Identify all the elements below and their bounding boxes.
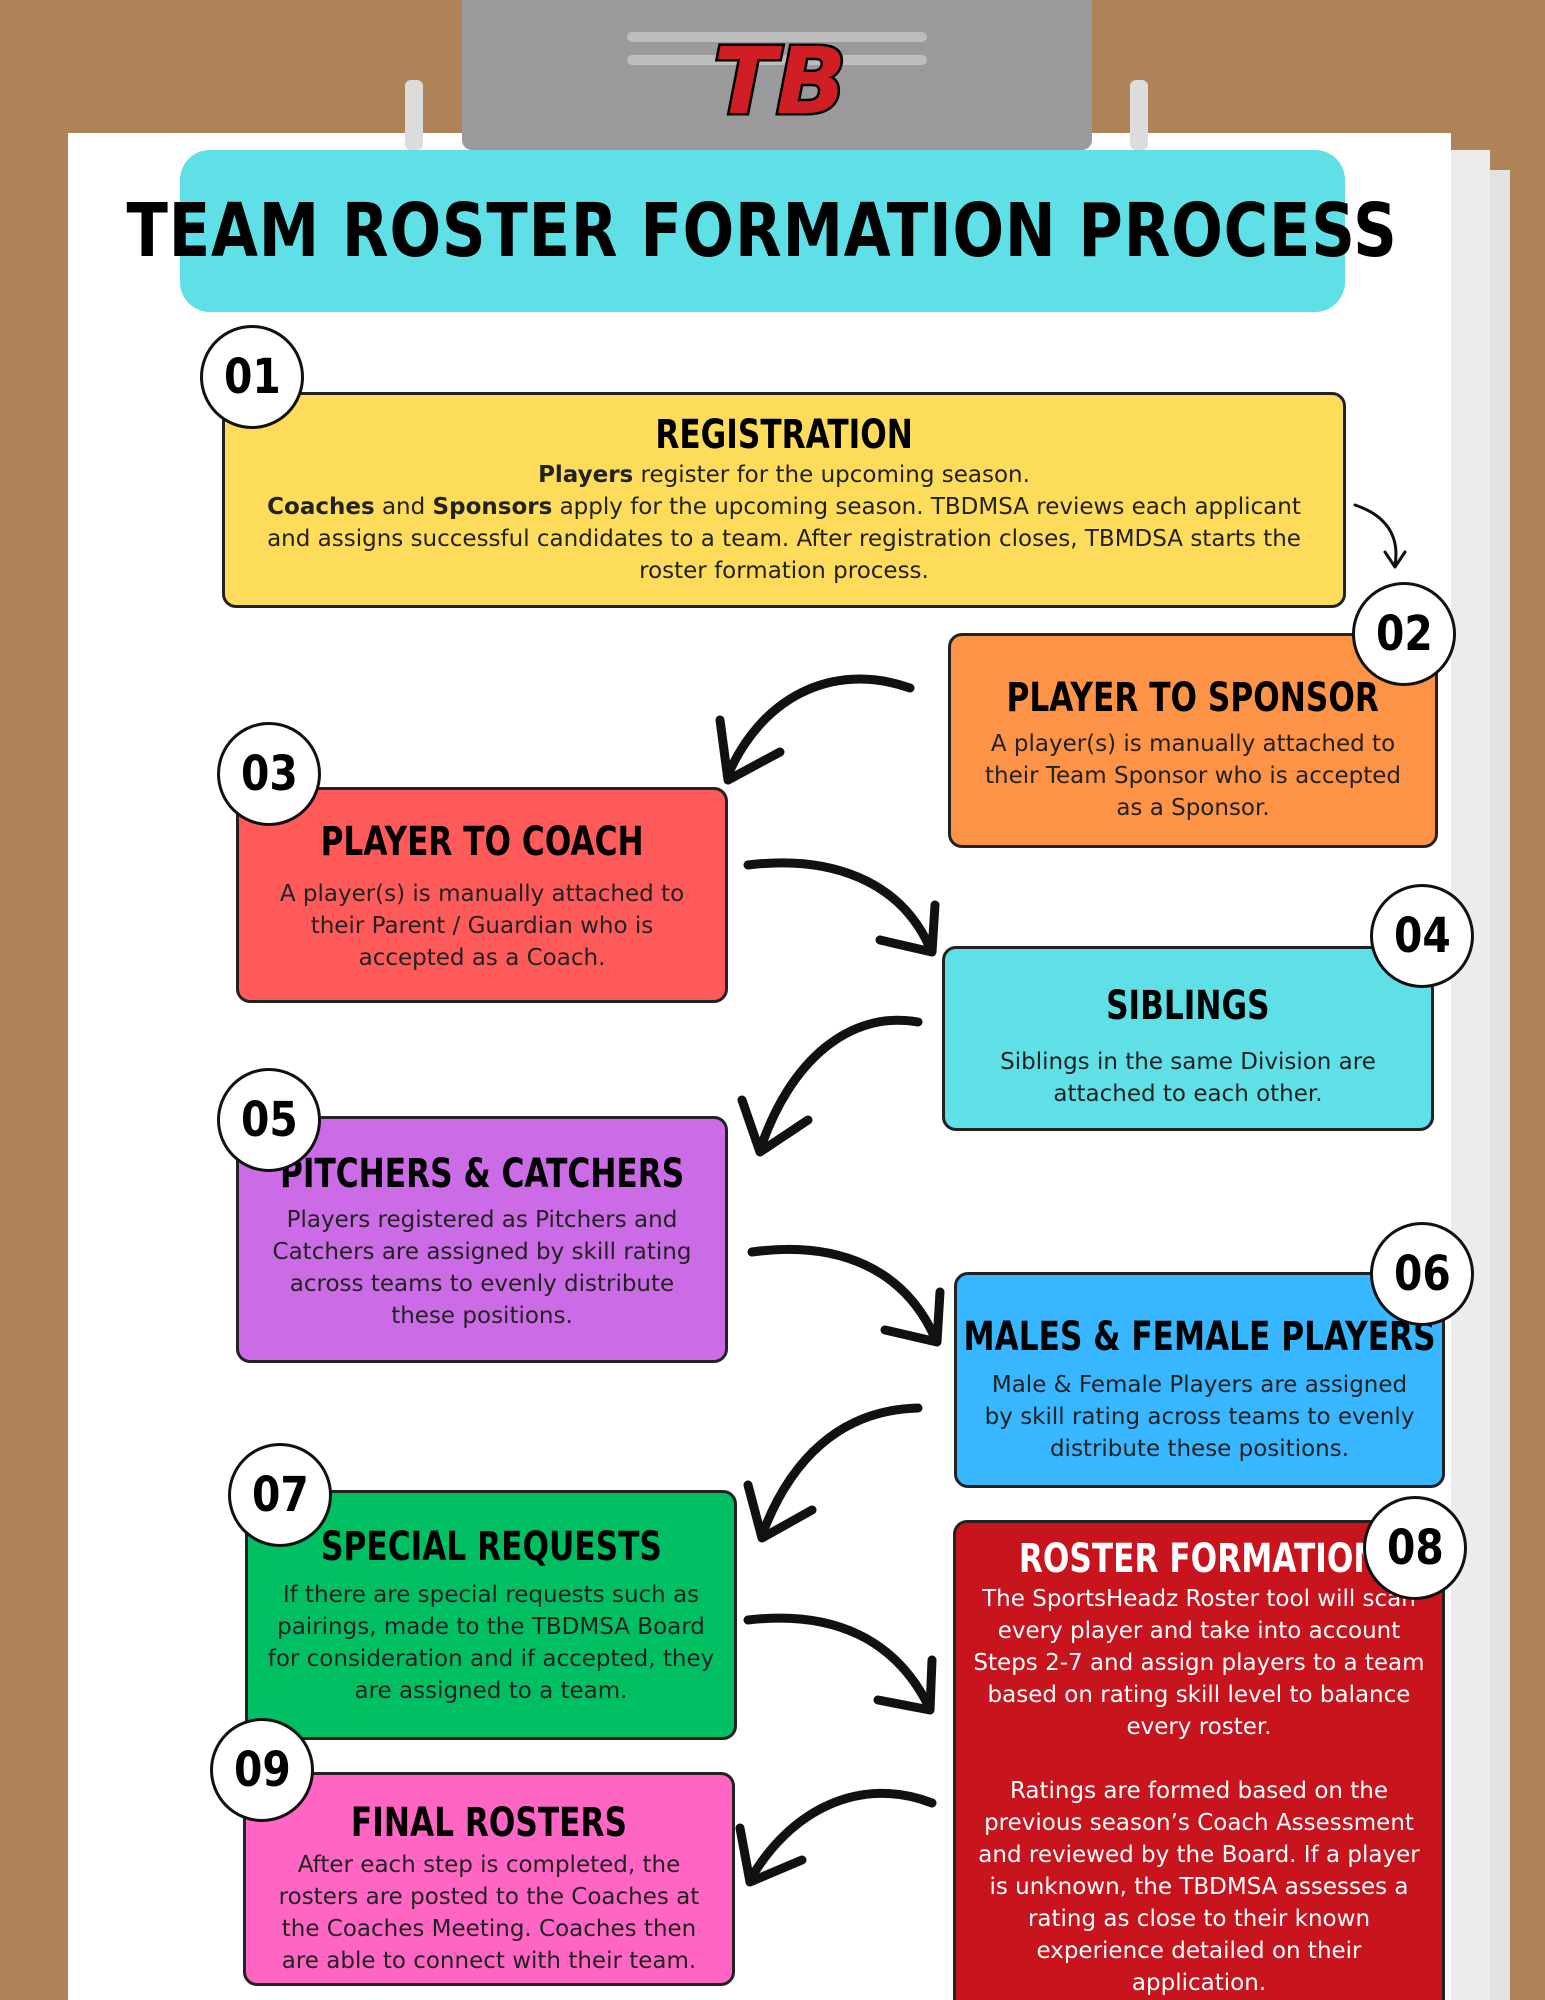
step-number-badge: 06 [1370, 1222, 1474, 1326]
step-heading: MALES & FEMALE PLAYERS [963, 1314, 1436, 1360]
step-text: Players register for the upcoming season… [267, 462, 1301, 584]
step-heading: REGISTRATION [655, 412, 913, 458]
step-heading: SPECIAL REQUESTS [320, 1524, 662, 1570]
clipboard-clip [462, 0, 1092, 150]
title-banner: TEAM ROSTER FORMATION PROCESS [127, 150, 1397, 312]
step-number-badge: 04 [1370, 884, 1474, 988]
step-number-badge: 09 [210, 1718, 314, 1822]
step-male-female-box: MALES & FEMALE PLAYERS Male & Female Pla… [954, 1272, 1445, 1488]
clip-right-ear [1130, 80, 1148, 150]
step-heading: PLAYER TO SPONSOR [1006, 675, 1380, 721]
clip-left-ear [405, 80, 423, 150]
step-heading: PITCHERS & CATCHERS [279, 1151, 685, 1197]
step-heading: SIBLINGS [1106, 983, 1270, 1029]
page-title: TEAM ROSTER FORMATION PROCESS [126, 188, 1399, 274]
step-number-badge: 01 [200, 325, 304, 429]
step-number-badge: 08 [1363, 1496, 1467, 1600]
step-special-requests-box: SPECIAL REQUESTS If there are special re… [245, 1490, 737, 1740]
step-heading: PLAYER TO COACH [320, 819, 644, 865]
step-number-badge: 05 [217, 1068, 321, 1172]
logo-text: TB [714, 28, 847, 135]
step-player-to-sponsor-box: PLAYER TO SPONSOR A player(s) is manuall… [948, 633, 1438, 848]
step-text: Siblings in the same Division are attach… [1000, 1049, 1376, 1107]
step-siblings-box: SIBLINGS Siblings in the same Division a… [942, 946, 1434, 1131]
step-number-badge: 07 [228, 1443, 332, 1547]
step-text: The SportsHeadz Roster tool will scan ev… [973, 1586, 1425, 1740]
step-heading: ROSTER FORMATION [1018, 1536, 1380, 1582]
step-number-badge: 03 [217, 722, 321, 826]
step-text: Players registered as Pitchers and Catch… [272, 1207, 692, 1329]
step-text: After each step is completed, the roster… [278, 1852, 700, 1974]
step-number-badge: 02 [1352, 582, 1456, 686]
step-text-2: Ratings are formed based on the previous… [978, 1778, 1420, 1996]
step-text: A player(s) is manually attached to thei… [984, 731, 1402, 821]
step-text: If there are special requests such as pa… [267, 1582, 715, 1704]
logo-tb: TB [711, 26, 849, 138]
step-registration-box: REGISTRATION Players register for the up… [222, 392, 1346, 608]
step-final-rosters-box: FINAL ROSTERS After each step is complet… [243, 1772, 735, 1986]
step-text: Male & Female Players are assigned by sk… [984, 1372, 1415, 1462]
step-roster-formation-box: ROSTER FORMATION The SportsHeadz Roster … [953, 1520, 1445, 2000]
step-pitchers-catchers-box: PITCHERS & CATCHERS Players registered a… [236, 1116, 728, 1363]
step-text: A player(s) is manually attached to thei… [279, 881, 685, 971]
step-player-to-coach-box: PLAYER TO COACH A player(s) is manually … [236, 787, 728, 1003]
step-heading: FINAL ROSTERS [350, 1800, 628, 1846]
